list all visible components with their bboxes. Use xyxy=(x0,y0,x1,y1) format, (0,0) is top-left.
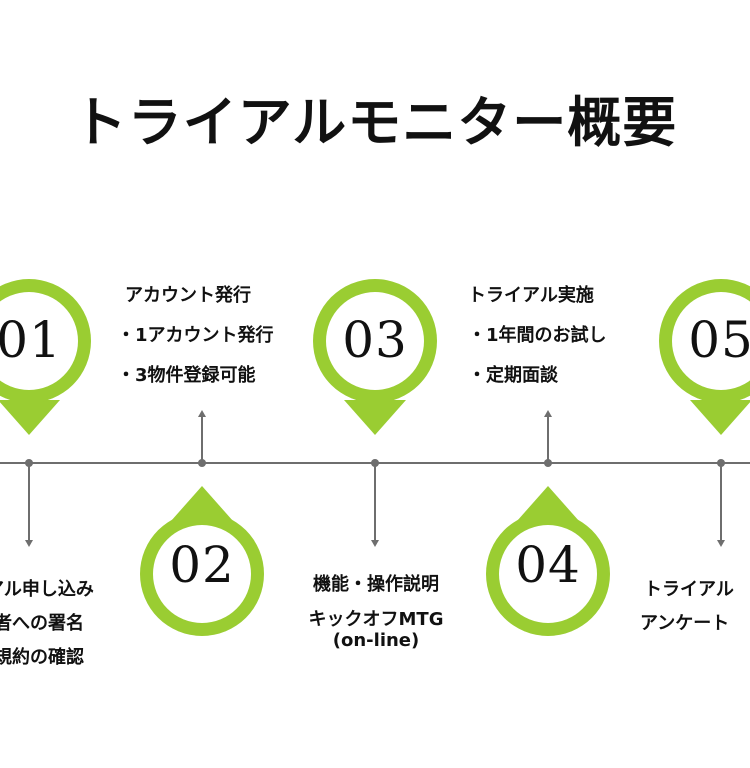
step-01-text: アル申し込み 者への署名 規約の確認 xyxy=(0,573,94,675)
step-03-text: 機能・操作説明 キックオフMTG (on-line) xyxy=(290,570,462,650)
step-01-line: 規約の確認 xyxy=(0,647,84,668)
step-01-line: アル申し込み xyxy=(0,579,94,600)
step-03-line: 機能・操作説明 xyxy=(313,574,439,595)
step-02-line: ・3物件登録可能 xyxy=(117,365,256,386)
map-pin-icon xyxy=(140,486,264,636)
arrow-down-icon xyxy=(717,540,725,547)
connector-up-2 xyxy=(201,417,203,463)
step-03-line: キックオフMTG xyxy=(308,609,444,630)
step-04-text: トライアル実施 ・1年間のお試し ・定期面談 xyxy=(468,276,607,396)
step-05-text: トライアル アンケート xyxy=(640,573,734,641)
timeline-dot-4 xyxy=(544,459,552,467)
arrow-down-icon xyxy=(371,540,379,547)
step-number: 03 xyxy=(342,311,408,369)
step-05-line: アンケート xyxy=(640,613,730,634)
step-04-line: ・1年間のお試し xyxy=(468,325,607,346)
step-03-line: (on-line) xyxy=(332,630,420,651)
connector-up-4 xyxy=(547,417,549,463)
step-02-text: アカウント発行 ・1アカウント発行 ・3物件登録可能 xyxy=(117,276,274,396)
step-number: 04 xyxy=(515,536,581,594)
step-02-line: アカウント発行 xyxy=(125,285,251,306)
step-pin-01: 01 xyxy=(0,279,107,441)
connector-down-1 xyxy=(28,463,30,541)
step-number: 05 xyxy=(688,311,750,369)
step-02-line: ・1アカウント発行 xyxy=(117,325,274,346)
timeline-dot-2 xyxy=(198,459,206,467)
step-04-line: トライアル実施 xyxy=(468,285,594,306)
arrow-down-icon xyxy=(25,540,33,547)
map-pin-icon xyxy=(659,279,750,435)
step-pin-02: 02 xyxy=(124,480,280,642)
connector-down-5 xyxy=(720,463,722,541)
step-number: 02 xyxy=(169,536,235,594)
step-pin-04: 04 xyxy=(470,480,626,642)
connector-down-3 xyxy=(374,463,376,541)
step-05-line: トライアル xyxy=(644,579,734,600)
map-pin-icon xyxy=(0,279,91,435)
arrow-up-icon xyxy=(198,410,206,417)
step-number: 01 xyxy=(0,311,62,369)
page-title: トライアルモニター概要 xyxy=(72,91,678,154)
map-pin-icon xyxy=(313,279,437,435)
step-pin-05: 05 xyxy=(643,279,750,441)
arrow-up-icon xyxy=(544,410,552,417)
step-pin-03: 03 xyxy=(297,279,453,441)
map-pin-icon xyxy=(486,486,610,636)
step-01-line: 者への署名 xyxy=(0,613,84,634)
step-04-line: ・定期面談 xyxy=(468,365,558,386)
